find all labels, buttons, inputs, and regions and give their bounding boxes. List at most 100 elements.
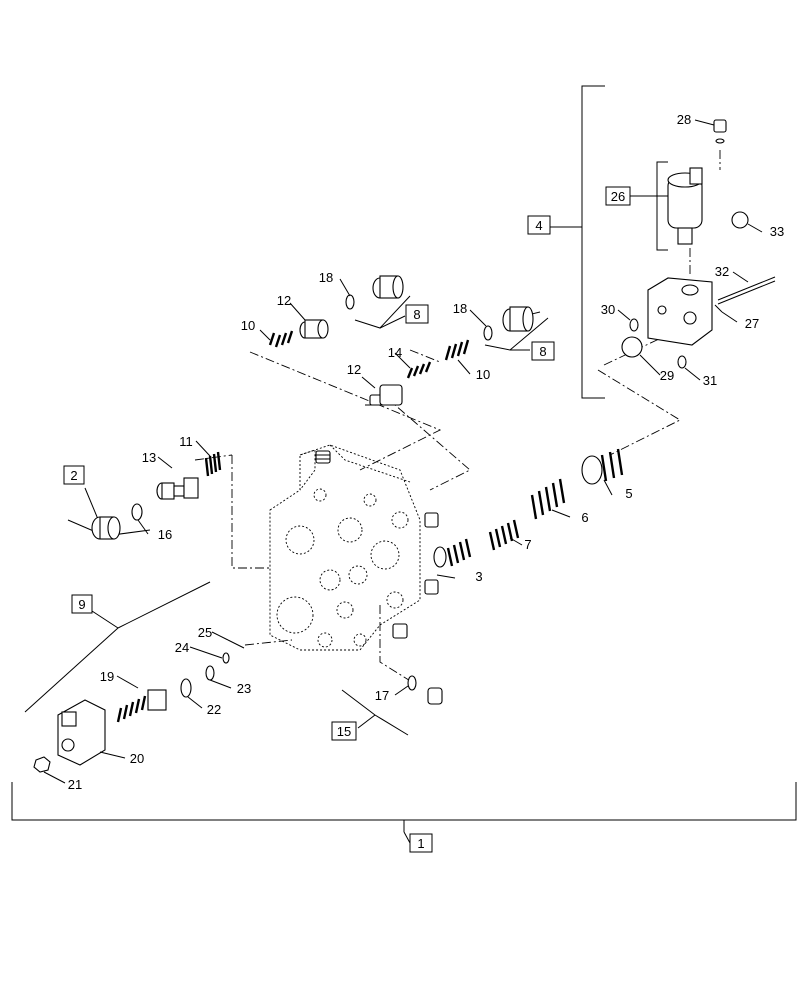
callout-32: 32 [715, 264, 729, 279]
part-oring-33 [731, 211, 749, 229]
callout-2: 2 [63, 465, 85, 485]
svg-text:14: 14 [388, 345, 402, 360]
svg-text:21: 21 [68, 777, 82, 792]
assembly-bracket-26 [656, 161, 668, 251]
part-oring-18-lower [483, 325, 493, 341]
svg-text:25: 25 [198, 625, 212, 640]
svg-text:1: 1 [417, 836, 424, 851]
callout-14: 14 [388, 345, 402, 360]
callout-16: 16 [158, 527, 172, 542]
part-pin-27 [714, 304, 723, 313]
callout-15: 15 [331, 721, 357, 741]
part-pin-25 [227, 639, 245, 649]
svg-text:19: 19 [100, 669, 114, 684]
callout-8-upper: 8 [405, 304, 429, 324]
callout-27: 27 [745, 316, 759, 331]
assembly-bracket-15 [341, 689, 409, 736]
svg-text:18: 18 [319, 270, 333, 285]
svg-text:23: 23 [237, 681, 251, 696]
callout-7: 7 [524, 537, 531, 552]
part-oring-29 [621, 336, 643, 358]
assembly-bracket-8-upper [354, 295, 411, 329]
svg-text:31: 31 [703, 373, 717, 388]
body-plug-right-2 [424, 579, 439, 595]
part-spring-11 [204, 451, 222, 477]
part-spring-10-upper [268, 330, 294, 348]
svg-text:20: 20 [130, 751, 144, 766]
part-nut-21 [33, 756, 51, 773]
svg-text:13: 13 [142, 450, 156, 465]
callout-28: 28 [677, 112, 691, 127]
callout-10-upper: 10 [241, 318, 255, 333]
callout-8-lower: 8 [531, 341, 555, 361]
svg-text:22: 22 [207, 702, 221, 717]
part-valve-19 [116, 689, 167, 723]
callout-30: 30 [601, 302, 615, 317]
callout-1: 1 [409, 833, 433, 853]
part-block [647, 277, 713, 346]
valve-body [269, 444, 421, 651]
part-oring-17 [407, 675, 417, 691]
callout-20: 20 [130, 751, 144, 766]
svg-text:33: 33 [770, 224, 784, 239]
part-spring-14 [406, 361, 432, 379]
part-spool-13 [156, 477, 199, 500]
svg-text:32: 32 [715, 264, 729, 279]
assembly-bracket-1 [11, 782, 797, 844]
part-plug-2 [91, 516, 121, 540]
callout-11: 11 [179, 434, 193, 449]
callout-31: 31 [703, 373, 717, 388]
leader-lines [43, 119, 763, 844]
callout-26: 26 [605, 186, 631, 206]
callout-13: 13 [142, 450, 156, 465]
callout-9: 9 [71, 594, 93, 614]
svg-text:18: 18 [453, 301, 467, 316]
part-piston-3 [433, 538, 472, 568]
part-ring-24 [222, 652, 230, 664]
assembly-bracket-4 [550, 85, 605, 399]
callout-4: 4 [527, 215, 551, 235]
callout-12-lower: 12 [347, 362, 361, 377]
svg-text:8: 8 [413, 307, 420, 322]
body-plug-top [315, 450, 331, 464]
part-oring-30 [629, 318, 639, 332]
svg-text:15: 15 [337, 724, 351, 739]
callout-33: 33 [770, 224, 784, 239]
part-spool-12-upper [299, 319, 329, 339]
part-solenoid-26 [667, 167, 703, 245]
part-cap-5 [581, 448, 624, 485]
part-oring-22 [180, 678, 192, 698]
callout-22: 22 [207, 702, 221, 717]
body-plug-right-1 [424, 512, 439, 528]
part-spring-6 [530, 478, 566, 520]
part-plug-15 [427, 687, 443, 705]
part-oring-16 [131, 503, 143, 521]
callout-21: 21 [68, 777, 82, 792]
part-cap-8-upper [372, 275, 404, 299]
svg-text:5: 5 [625, 486, 632, 501]
callout-19: 19 [100, 669, 114, 684]
svg-text:27: 27 [745, 316, 759, 331]
svg-text:12: 12 [277, 293, 291, 308]
svg-text:10: 10 [241, 318, 255, 333]
svg-text:10: 10 [476, 367, 490, 382]
svg-text:11: 11 [179, 434, 193, 449]
svg-text:24: 24 [175, 640, 189, 655]
assembly-paths [194, 150, 721, 683]
part-spring-7 [488, 519, 520, 551]
callout-6: 6 [581, 510, 588, 525]
callout-23: 23 [237, 681, 251, 696]
svg-text:30: 30 [601, 302, 615, 317]
svg-text:29: 29 [660, 368, 674, 383]
svg-text:4: 4 [535, 218, 542, 233]
svg-text:28: 28 [677, 112, 691, 127]
callout-18-upper: 18 [319, 270, 333, 285]
part-spring-10-lower [444, 339, 470, 361]
assembly-bracket-8-lower [484, 317, 549, 351]
part-oring-18-upper [345, 294, 355, 310]
callout-24: 24 [175, 640, 189, 655]
part-oring-23 [205, 665, 215, 681]
callout-12-upper: 12 [277, 293, 291, 308]
callout-29: 29 [660, 368, 674, 383]
svg-text:6: 6 [581, 510, 588, 525]
